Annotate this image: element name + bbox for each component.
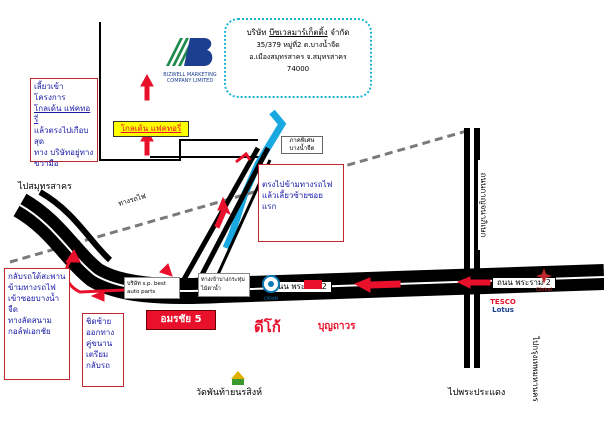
company-name: บริษัท บีซเวลมาร์เก็ตติ้ง จำกัด	[226, 28, 370, 38]
note-uturn-bridge-line5: กอล์ฟเอกชัย	[8, 327, 51, 336]
note-keep-left: ชิดซ้าย ออกทาง คู่ขนาน เตรียม กลับรถ	[82, 313, 124, 387]
boonthavorn-logo: บุญถาวร	[318, 320, 356, 334]
tesco-line2: Lotus	[492, 306, 514, 314]
school-line2: บางน้ำจืด	[289, 145, 315, 152]
company-name-prefix: บริษัท	[246, 28, 267, 37]
note-keep-left-line2: ออกทาง	[86, 328, 115, 337]
soi-road	[175, 146, 272, 293]
school-label: ภาคพิเศษ บางน้ำจืด	[281, 136, 323, 154]
note-keep-left-line5: กลับรถ	[86, 361, 110, 370]
label-to-bangkok: ไปกรุงเทพมหานคร	[531, 336, 540, 402]
kanchanaphisek-road	[464, 128, 480, 368]
note-enter-project: เลี้ยวเข้าโครงการ โกลเด้น แฟคทอรี่ แล้วต…	[30, 78, 98, 168]
label-wat: วัดพันท้ายนรสิงห์	[196, 388, 263, 398]
company-address-box: บริษัท บีซเวลมาร์เก็ตติ้ง จำกัด 35/379 ห…	[224, 18, 372, 98]
school-line1: ภาคพิเศษ	[289, 137, 315, 144]
note-uturn-bridge-line1: กลับรถใต้สะพาน	[8, 272, 66, 281]
label-kanchanaphisek: ถนนกาญจนาภิเษก	[478, 160, 488, 250]
tesco-line1: TESCO	[490, 298, 516, 306]
note-enter-line3: แล้วตรงไปเกือบสุด	[34, 126, 89, 146]
note-uturn-bridge-line4: ทางลัดสนาม	[8, 316, 52, 325]
global-text: Global	[536, 287, 552, 293]
amorn-text: อมรชัย 5	[160, 314, 202, 325]
note-enter-line1: เลี้ยวเข้าโครงการ	[34, 82, 66, 102]
temple-icon	[230, 370, 246, 385]
route-map	[9, 22, 604, 368]
note-cross-line3: แรก	[262, 202, 277, 211]
note-enter-line2: โกลเด้น แฟคทอรี่	[34, 104, 91, 124]
note-cross-line2: แล้วเลี้ยวซ้ายซอย	[262, 191, 323, 200]
cpram-label: CPRAM	[263, 296, 278, 301]
project-label: โกลเด้น แฟคทอรี่	[113, 121, 189, 137]
kubota-logo-icon	[304, 280, 322, 289]
bank-entrance-box: ทางเข้าบางกระทุ่ม ไม้ตาน้ำ	[198, 273, 250, 297]
amorn-label: อมรชัย 5	[146, 310, 216, 330]
global-house-logo: Global	[532, 268, 556, 293]
company-name-suffix: จำกัด	[330, 28, 350, 37]
auto-parts-line2: auto parts	[127, 289, 156, 295]
dohome-text: ดีโก้	[254, 318, 281, 336]
company-name-main: บีซเวลมาร์เก็ตติ้ง	[269, 28, 328, 37]
label-to-samut-sakhon: ไปสมุทรสาคร	[18, 182, 72, 192]
bank-line2: ไม้ตาน้ำ	[201, 286, 221, 292]
auto-parts-line1: บริษัท s.p. best	[127, 281, 166, 287]
logo-line2: COMPANY LIMITED	[166, 78, 214, 84]
note-uturn-bridge-line3: เข้าซอยบางน้ำจืด	[8, 294, 60, 314]
global-house-icon	[536, 268, 552, 284]
logo-line1: BIZWELL MARKETING	[163, 72, 217, 78]
railway-line	[9, 128, 471, 264]
cpram-logo-icon	[262, 275, 280, 293]
auto-parts-box: บริษัท s.p. best auto parts	[124, 277, 180, 299]
note-uturn-bridge-line2: ข้ามทางรถไฟ	[8, 283, 56, 292]
dohome-logo: ดีโก้	[254, 318, 281, 336]
note-uturn-bridge: กลับรถใต้สะพาน ข้ามทางรถไฟ เข้าซอยบางน้ำ…	[4, 268, 70, 380]
cpall-logo: CPRAM	[262, 275, 280, 301]
note-enter-line4: ทาง บริษัทอยู่ทาง	[34, 148, 94, 157]
bizwell-logo-icon	[166, 38, 213, 66]
label-rama2-east: ถนน พระราม 2	[492, 277, 556, 289]
route-arrows	[64, 73, 491, 302]
company-logo: BIZWELL MARKETING COMPANY LIMITED	[160, 34, 220, 84]
boonthavorn-text: บุญถาวร	[318, 321, 356, 332]
note-keep-left-line4: เตรียม	[86, 350, 109, 359]
company-zip: 74000	[286, 65, 310, 73]
label-to-phra-pradaeng: ไปพระประแดง	[448, 388, 506, 398]
rama2-road	[13, 189, 604, 305]
tesco-lotus-logo: TESCO Lotus	[486, 298, 520, 314]
note-enter-line5: ขวามือ	[34, 159, 59, 168]
company-addr1: 35/379 หมู่ที่2 ต.บางน้ำจืด	[256, 41, 340, 49]
bank-line1: ทางเข้าบางกระทุ่ม	[201, 277, 245, 283]
note-cross-railway: ตรงไปข้ามทางรถไฟ แล้วเลี้ยวซ้ายซอย แรก	[258, 164, 344, 242]
project-label-text: โกลเด้น แฟคทอรี่	[120, 124, 182, 133]
note-keep-left-line1: ชิดซ้าย	[86, 317, 112, 326]
note-keep-left-line3: คู่ขนาน	[86, 339, 113, 348]
note-cross-line1: ตรงไปข้ามทางรถไฟ	[262, 180, 333, 189]
company-addr2: อ.เมืองสมุทรสาคร จ.สมุทรสาคร	[249, 53, 347, 61]
